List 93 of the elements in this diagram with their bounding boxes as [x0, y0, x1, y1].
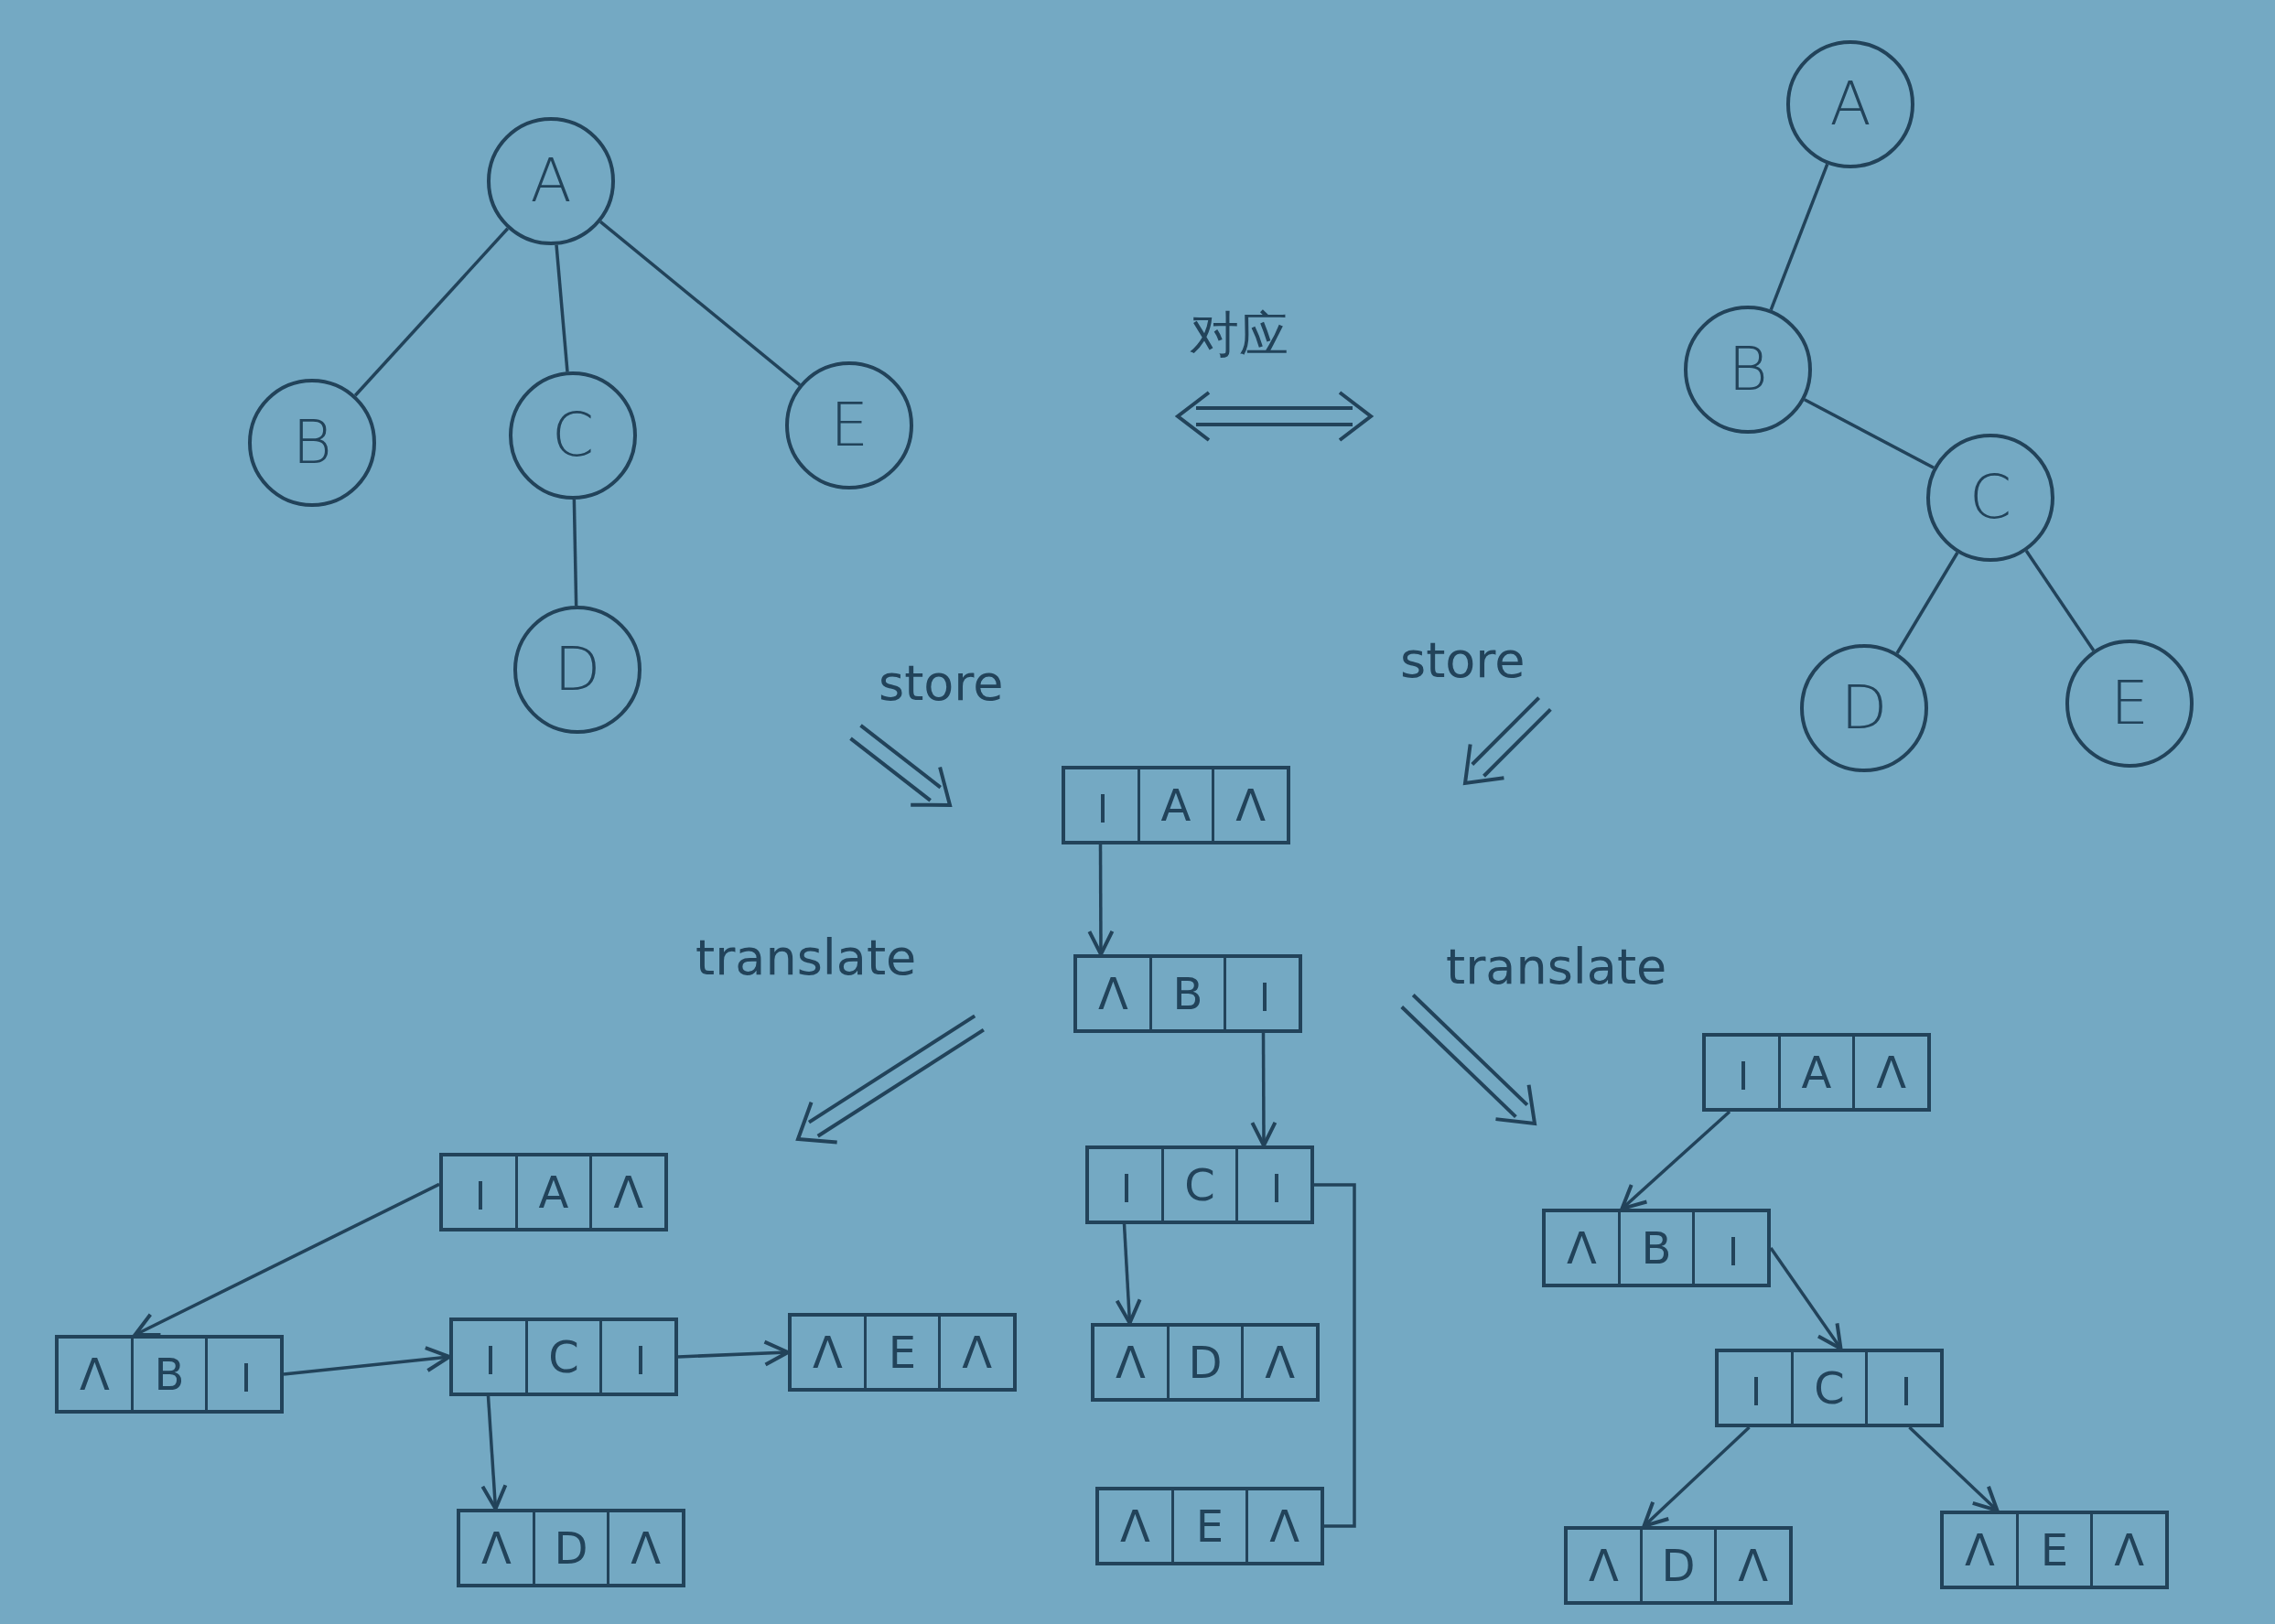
- tree-node-circle: [248, 379, 376, 507]
- linked-record: [1095, 1487, 1324, 1565]
- pointer-arrow: [677, 1339, 790, 1367]
- pointer-field-text: Λ: [1235, 783, 1267, 827]
- pointer-field-text: Λ: [1588, 1543, 1619, 1587]
- connector-line: [353, 227, 510, 397]
- data-field-text: C: [1814, 1366, 1845, 1410]
- data-field-text: E: [888, 1330, 917, 1374]
- pointer-field-text: Λ: [1269, 1504, 1300, 1548]
- linked-record: [788, 1313, 1017, 1392]
- node-label: E: [2110, 673, 2149, 734]
- pointer-field-text: Λ: [2114, 1528, 2145, 1572]
- pointer-arrow: [1769, 1247, 1843, 1350]
- pointer-arrow: [283, 1346, 451, 1376]
- pointer-arrow: [1908, 1425, 2000, 1512]
- pointer-arrow: [1642, 1425, 1751, 1528]
- data-field-text: D: [554, 1526, 588, 1570]
- pointer-arrow: [1250, 1033, 1278, 1147]
- annotation-text: 对应: [1190, 305, 1288, 365]
- node-label: D: [1840, 678, 1888, 738]
- tree-node-circle: [513, 606, 642, 734]
- tree-node-circle: [2065, 640, 2194, 768]
- pointer-field-text: Λ: [480, 1526, 512, 1570]
- tree-node-circle: [1786, 40, 1914, 168]
- linked-record: [1085, 1145, 1314, 1224]
- node-label: D: [554, 640, 601, 700]
- connector-line: [2024, 550, 2096, 651]
- pointer-field-text: Λ: [1566, 1226, 1597, 1270]
- pointer-field-text: Λ: [1964, 1528, 1995, 1572]
- pointer-field-text: Λ: [1119, 1504, 1150, 1548]
- data-field-text: C: [548, 1335, 579, 1379]
- linked-record: [1564, 1526, 1793, 1605]
- data-field-text: B: [1641, 1226, 1672, 1270]
- tree-node-circle: [1800, 644, 1928, 772]
- connector-line: [1769, 163, 1829, 311]
- data-field-text: D: [1661, 1543, 1696, 1587]
- connector-line: [1314, 1183, 1356, 1528]
- connector-line: [1804, 398, 1935, 469]
- data-field-text: A: [538, 1170, 569, 1214]
- connector-line: [599, 220, 801, 386]
- tree-node-circle: [1684, 306, 1812, 434]
- annotation-text: store: [1400, 631, 1526, 689]
- pointer-field-text: Λ: [962, 1330, 993, 1374]
- tree-node-circle: [509, 371, 637, 500]
- annotation-text: store: [879, 654, 1004, 712]
- node-label: C: [551, 405, 595, 466]
- connector-line: [572, 499, 578, 607]
- node-label: C: [1968, 468, 2012, 528]
- linked-record: [1702, 1033, 1931, 1112]
- data-field-text: A: [1801, 1050, 1832, 1094]
- annotation-text: translate: [1446, 938, 1667, 995]
- pointer-arrow: [1087, 844, 1115, 956]
- connector-line: [1895, 552, 1959, 654]
- pointer-field-text: Λ: [1876, 1050, 1907, 1094]
- pointer-field-text: Λ: [1265, 1340, 1296, 1384]
- linked-record: [449, 1317, 678, 1396]
- data-field-text: A: [1160, 783, 1191, 827]
- pointer-arrow: [1115, 1223, 1142, 1325]
- pointer-field-text: Λ: [79, 1352, 110, 1396]
- linked-record: [439, 1153, 668, 1231]
- node-label: A: [1829, 74, 1871, 134]
- connector-line: [555, 244, 569, 372]
- linked-record: [1715, 1349, 1944, 1427]
- pointer-field-text: Λ: [1115, 1340, 1146, 1384]
- linked-record: [457, 1509, 685, 1587]
- tree-node-circle: [487, 117, 615, 245]
- data-field-text: D: [1188, 1340, 1223, 1384]
- data-field-text: E: [1195, 1504, 1224, 1548]
- data-field-text: B: [154, 1352, 185, 1396]
- pointer-field-text: Λ: [812, 1330, 843, 1374]
- pointer-arrow: [133, 1182, 440, 1338]
- data-field-text: C: [1184, 1163, 1215, 1207]
- pointer-field-text: Λ: [1738, 1543, 1769, 1587]
- data-field-text: E: [2040, 1528, 2069, 1572]
- node-label: E: [830, 395, 868, 456]
- data-field-text: B: [1172, 972, 1203, 1016]
- tree-node-circle: [1926, 434, 2054, 562]
- annotation-text: translate: [695, 929, 917, 986]
- pointer-field-text: Λ: [1097, 972, 1128, 1016]
- pointer-arrow: [480, 1395, 508, 1511]
- pointer-field-text: Λ: [631, 1526, 662, 1570]
- linked-record: [1940, 1511, 2169, 1589]
- node-label: B: [292, 413, 332, 473]
- linked-record: [55, 1335, 284, 1414]
- pointer-arrow: [1620, 1110, 1731, 1210]
- node-label: A: [530, 151, 572, 211]
- linked-record: [1062, 766, 1290, 844]
- linked-record: [1542, 1209, 1771, 1287]
- tree-node-circle: [785, 361, 913, 489]
- node-label: B: [1728, 339, 1768, 400]
- pointer-field-text: Λ: [613, 1170, 644, 1214]
- linked-record: [1073, 954, 1302, 1033]
- linked-record: [1091, 1323, 1320, 1402]
